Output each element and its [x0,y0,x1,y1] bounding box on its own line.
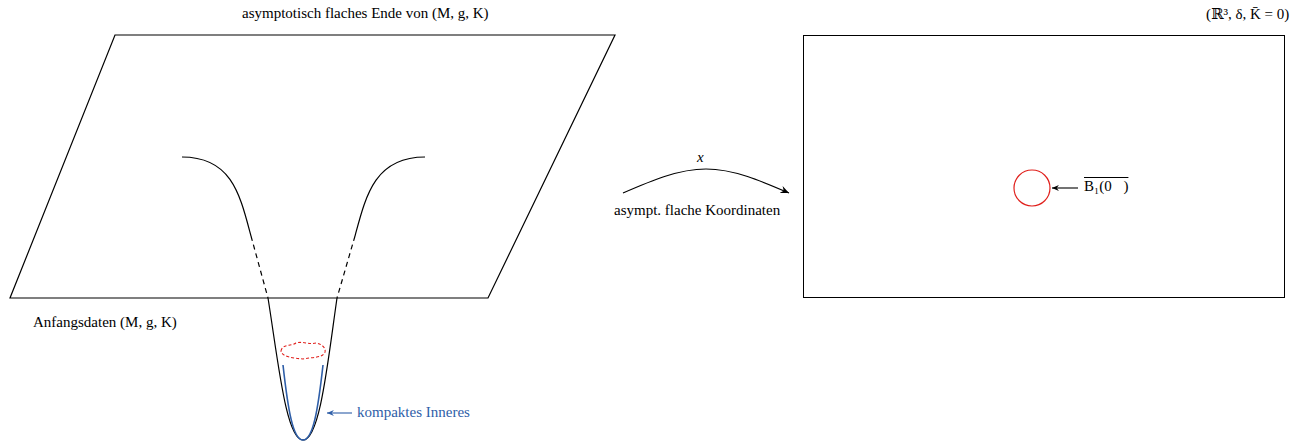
coordinate-caption: asympt. flache Koordinaten [614,201,780,219]
funnel-left-hidden [251,236,268,298]
parallelogram [10,35,615,298]
asymptotic-end-plane: asymptotisch flaches Ende von (M, g, K) [10,0,615,298]
compact-interior-label: kompaktes Inneres [357,403,470,421]
ball-leader [1052,187,1078,188]
funnel-left-rim [182,157,251,236]
node-heading: (ℝ³, δ, K̄ = 0) [1206,5,1289,23]
plane-outline [10,0,615,298]
initial-data-label: Anfangsdaten (M, g, K) [33,313,177,331]
funnel-right-rim [355,157,425,236]
coordinate-map-arrow [623,169,789,193]
compact-interior [283,365,323,440]
node-heading: asymptotisch flaches Ende von (M, g, K) [242,4,489,22]
unit-ball [1014,170,1050,206]
edge-label: x⃗ [697,148,715,166]
euclidean-space-box: (ℝ³, δ, K̄ = 0) [803,35,1285,298]
unit-ball-label: B₁(0⃗) [1084,177,1128,195]
interior-boundary [281,342,325,359]
funnel-throat [268,298,337,440]
interior-leader [327,412,352,413]
funnel-right-hidden [337,236,355,298]
